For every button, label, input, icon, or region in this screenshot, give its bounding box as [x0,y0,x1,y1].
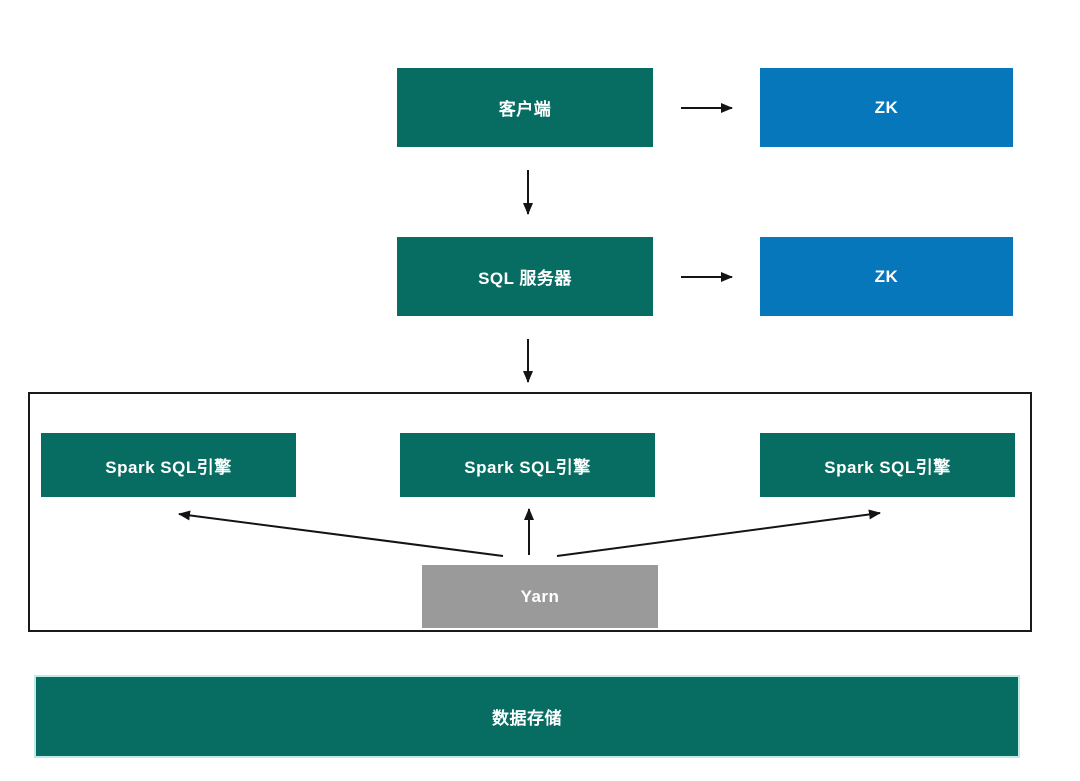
node-client: 客户端 [397,68,653,147]
node-sql-server: SQL 服务器 [397,237,653,316]
node-spark-engine-3-label: Spark SQL引擎 [824,457,951,477]
node-yarn-label: Yarn [520,586,560,606]
node-data-storage: 数据存储 [34,675,1020,758]
node-zookeeper-middle: ZK [760,237,1013,316]
node-data-storage-label: 数据存储 [492,709,562,728]
node-sql-server-label: SQL 服务器 [478,269,572,288]
node-spark-engine-2-label: Spark SQL引擎 [464,457,591,477]
node-zookeeper-top-label: ZK [874,97,899,117]
engine-cluster-container [28,392,1032,632]
node-spark-engine-1: Spark SQL引擎 [41,433,296,497]
node-zookeeper-middle-label: ZK [874,266,899,286]
node-spark-engine-1-label: Spark SQL引擎 [105,457,232,477]
node-spark-engine-3: Spark SQL引擎 [760,433,1015,497]
node-spark-engine-2: Spark SQL引擎 [400,433,655,497]
node-zookeeper-top: ZK [760,68,1013,147]
node-client-label: 客户端 [498,100,552,119]
node-yarn: Yarn [422,565,658,628]
